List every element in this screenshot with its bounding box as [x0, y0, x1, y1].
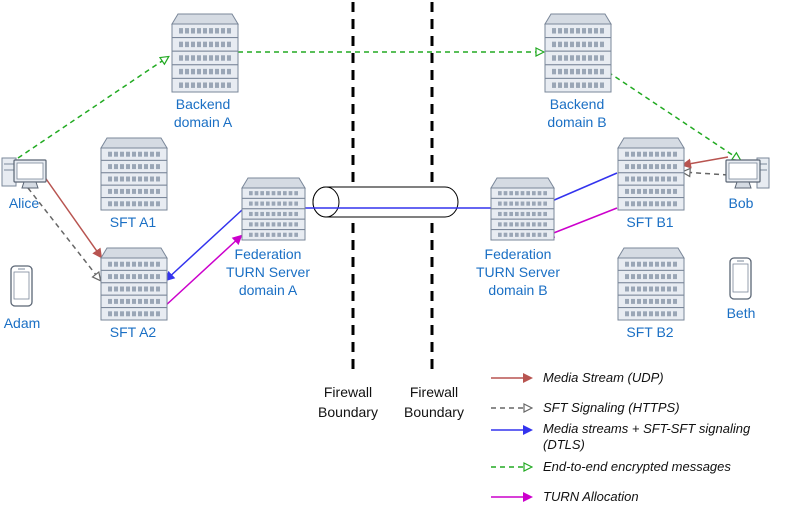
signal-alice-sft-a2 [27, 187, 100, 280]
legend-e2e-label: End-to-end encrypted messages [543, 459, 731, 474]
backend-a-label-line2: domain A [174, 114, 233, 130]
sft-a2-label: SFT A2 [110, 324, 157, 340]
server-sft-a2-icon [100, 247, 168, 321]
bob-computer-icon [725, 157, 770, 189]
server-sft-a1-icon [100, 137, 168, 211]
turn-a-label-line1: Federation [235, 246, 302, 262]
legend-dtls-label-line2: (DTLS) [543, 437, 585, 452]
dtls-sft-b1-turn-b [544, 172, 618, 205]
bob-label: Bob [729, 195, 754, 211]
sft-a1-label: SFT A1 [110, 214, 157, 230]
turn-a-label-line3: domain A [239, 282, 298, 298]
adam-label: Adam [4, 315, 41, 331]
firewall-1-label-line2: Boundary [318, 404, 378, 420]
backend-a-label-line1: Backend [176, 96, 230, 112]
turn-b-label-line3: domain B [488, 282, 547, 298]
server-sft-b2-icon [617, 247, 685, 321]
e2e-alice-backend-a [17, 57, 168, 159]
server-backend-a-icon [171, 13, 239, 93]
dtls-turn-a-sft-a2 [164, 209, 243, 282]
turn-b-label-line1: Federation [485, 246, 552, 262]
media-alice-sft-a2 [43, 175, 103, 259]
beth-phone-icon [729, 257, 752, 300]
sft-b1-label: SFT B1 [626, 214, 673, 230]
firewall-1-label-line1: Firewall [324, 384, 372, 400]
firewall-2-label-line2: Boundary [404, 404, 464, 420]
legend-media-stream-label: Media Stream (UDP) [543, 370, 664, 385]
adam-phone-icon [10, 265, 33, 307]
legend: Media Stream (UDP) SFT Signaling (HTTPS)… [491, 370, 751, 504]
turn-alloc-sft-a2-turn-a [163, 234, 243, 308]
turn-alloc-sft-b1-turn-b [544, 207, 618, 238]
firewall-2-label-line1: Firewall [410, 384, 458, 400]
server-turn-b-icon [490, 177, 555, 241]
backend-b-label-line1: Backend [550, 96, 604, 112]
tunnel-cylinder [312, 186, 459, 218]
server-turn-a-icon [241, 177, 306, 241]
server-backend-b-icon [544, 13, 612, 93]
backend-b-label-line2: domain B [547, 114, 606, 130]
legend-turn-allocation-label: TURN Allocation [543, 489, 639, 504]
alice-label: Alice [9, 195, 40, 211]
media-bob-sft-b1 [681, 156, 729, 169]
legend-dtls-label-line1: Media streams + SFT-SFT signaling [543, 421, 751, 436]
alice-computer-icon [1, 157, 47, 189]
sft-b2-label: SFT B2 [626, 324, 673, 340]
server-sft-b1-icon [617, 137, 685, 211]
beth-label: Beth [727, 305, 756, 321]
signal-bob-sft-b1 [683, 172, 729, 175]
turn-b-label-line2: TURN Server [476, 264, 560, 280]
turn-a-label-line2: TURN Server [226, 264, 310, 280]
legend-sft-signaling-label: SFT Signaling (HTTPS) [543, 400, 680, 415]
